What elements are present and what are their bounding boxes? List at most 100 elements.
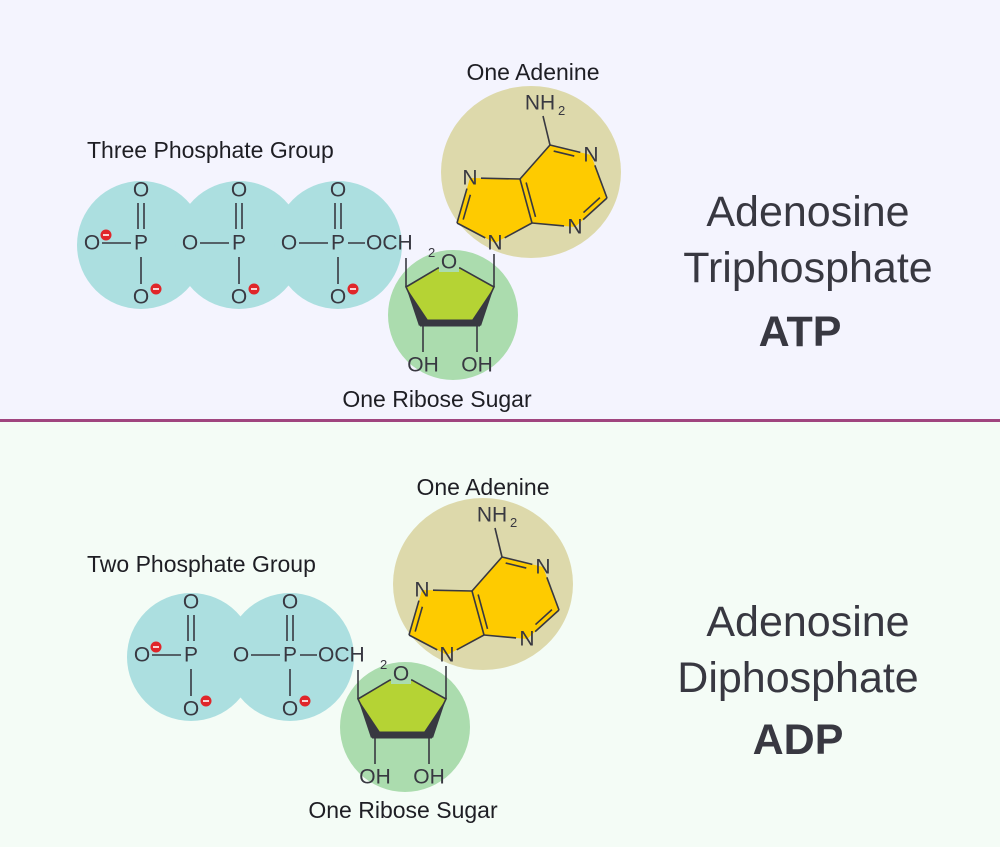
oxygen-negative: O	[282, 698, 298, 721]
oxygen-bridge: O	[182, 232, 198, 255]
oxygen-double-bond: O	[231, 179, 247, 202]
bond	[519, 178, 533, 224]
atp-abbreviation: ATP	[759, 308, 842, 356]
bond	[456, 188, 468, 224]
atp-phosphate-label: Three Phosphate Group	[87, 137, 334, 163]
nitrogen: N	[462, 167, 477, 190]
subscript-2: 2	[428, 245, 435, 260]
phosphate-circle	[175, 181, 303, 309]
hydroxyl-group: OH	[359, 766, 391, 789]
phosphorus: P	[331, 232, 345, 255]
phosphate-circle	[127, 593, 255, 721]
nitrogen: N	[519, 628, 534, 651]
nitrogen: N	[439, 644, 454, 667]
double-bond	[462, 194, 472, 220]
amine-group: NH	[477, 504, 507, 527]
ring-oxygen: O	[441, 251, 457, 274]
hydroxyl-group: OH	[413, 766, 445, 789]
adp-phosphate-label: Two Phosphate Group	[87, 551, 316, 577]
bond	[456, 634, 485, 651]
phosphate-circle	[77, 181, 205, 309]
adp-ribose-label: One Ribose Sugar	[308, 797, 498, 823]
oxygen-bridge: O	[281, 232, 297, 255]
adp-title-line1: Adenosine	[706, 598, 909, 646]
ribose-wedge-right	[424, 699, 446, 738]
oxygen-negative: O	[231, 286, 247, 309]
nitrogen: N	[414, 579, 429, 602]
bond	[456, 222, 486, 239]
hydroxyl-group: OH	[407, 354, 439, 377]
double-bond	[505, 562, 527, 569]
oxygen-double-bond: O	[133, 179, 149, 202]
oxygen-negative: O	[134, 644, 150, 667]
bond	[501, 556, 533, 566]
double-bond	[477, 594, 489, 630]
atp-title-line1: Adenosine	[706, 188, 909, 236]
adp-abbreviation: ADP	[753, 716, 844, 764]
nitrogen: N	[567, 216, 582, 239]
bond	[519, 144, 551, 180]
bond	[504, 222, 533, 239]
bond	[594, 165, 608, 199]
ring-oxygen: O	[393, 663, 409, 686]
oxygen-double-bond: O	[183, 591, 199, 614]
bond	[408, 634, 438, 651]
atp-title-line2: Triphosphate	[683, 244, 932, 292]
ch2-group-label: OCH	[318, 644, 365, 667]
bond	[546, 577, 560, 611]
bond	[494, 527, 503, 558]
ring-oxygen-bg	[391, 664, 411, 684]
subscript-2: 2	[380, 657, 387, 672]
double-bond	[553, 150, 575, 157]
phosphate-circle	[274, 181, 402, 309]
bond	[531, 222, 565, 227]
oxygen-double-bond: O	[282, 591, 298, 614]
phosphate-circle	[226, 593, 354, 721]
phosphorus: P	[184, 644, 198, 667]
nitrogen: N	[583, 144, 598, 167]
subscript-2: 2	[510, 515, 517, 530]
bond	[471, 590, 485, 636]
bond	[471, 556, 503, 592]
hydroxyl-group: OH	[461, 354, 493, 377]
double-bond	[525, 182, 537, 218]
bond	[480, 177, 521, 180]
oxygen-negative: O	[84, 232, 100, 255]
oxygen-negative: O	[330, 286, 346, 309]
bond	[432, 589, 473, 592]
adp-adenine-label: One Adenine	[416, 474, 549, 500]
oxygen-negative: O	[133, 286, 149, 309]
bond	[483, 634, 517, 639]
double-bond	[582, 197, 601, 214]
subscript-2: 2	[558, 103, 565, 118]
nitrogen: N	[535, 556, 550, 579]
oxygen-double-bond: O	[330, 179, 346, 202]
phosphorus: P	[232, 232, 246, 255]
atp-adenine-label: One Adenine	[466, 59, 599, 85]
adenine-ring	[409, 557, 559, 655]
phosphorus: P	[134, 232, 148, 255]
ribose-wedge-right	[472, 287, 494, 326]
double-bond	[534, 609, 553, 626]
ring-oxygen-bg	[439, 252, 459, 272]
oxygen-bridge: O	[233, 644, 249, 667]
ch2-group-label: OCH	[366, 232, 413, 255]
amine-group: NH	[525, 92, 555, 115]
divider	[0, 419, 1000, 422]
phosphorus: P	[283, 644, 297, 667]
oxygen-negative: O	[183, 698, 199, 721]
ribose-wedge-left	[358, 699, 380, 738]
ribose-wedge-left	[406, 287, 428, 326]
bond	[542, 115, 551, 146]
bond	[534, 609, 560, 633]
bond	[582, 197, 608, 221]
adp-title-line2: Diphosphate	[677, 654, 918, 702]
atp-ribose-label: One Ribose Sugar	[342, 386, 532, 412]
adenine-ring	[457, 145, 607, 243]
bond	[408, 600, 420, 636]
double-bond	[414, 606, 424, 632]
nitrogen: N	[487, 232, 502, 255]
